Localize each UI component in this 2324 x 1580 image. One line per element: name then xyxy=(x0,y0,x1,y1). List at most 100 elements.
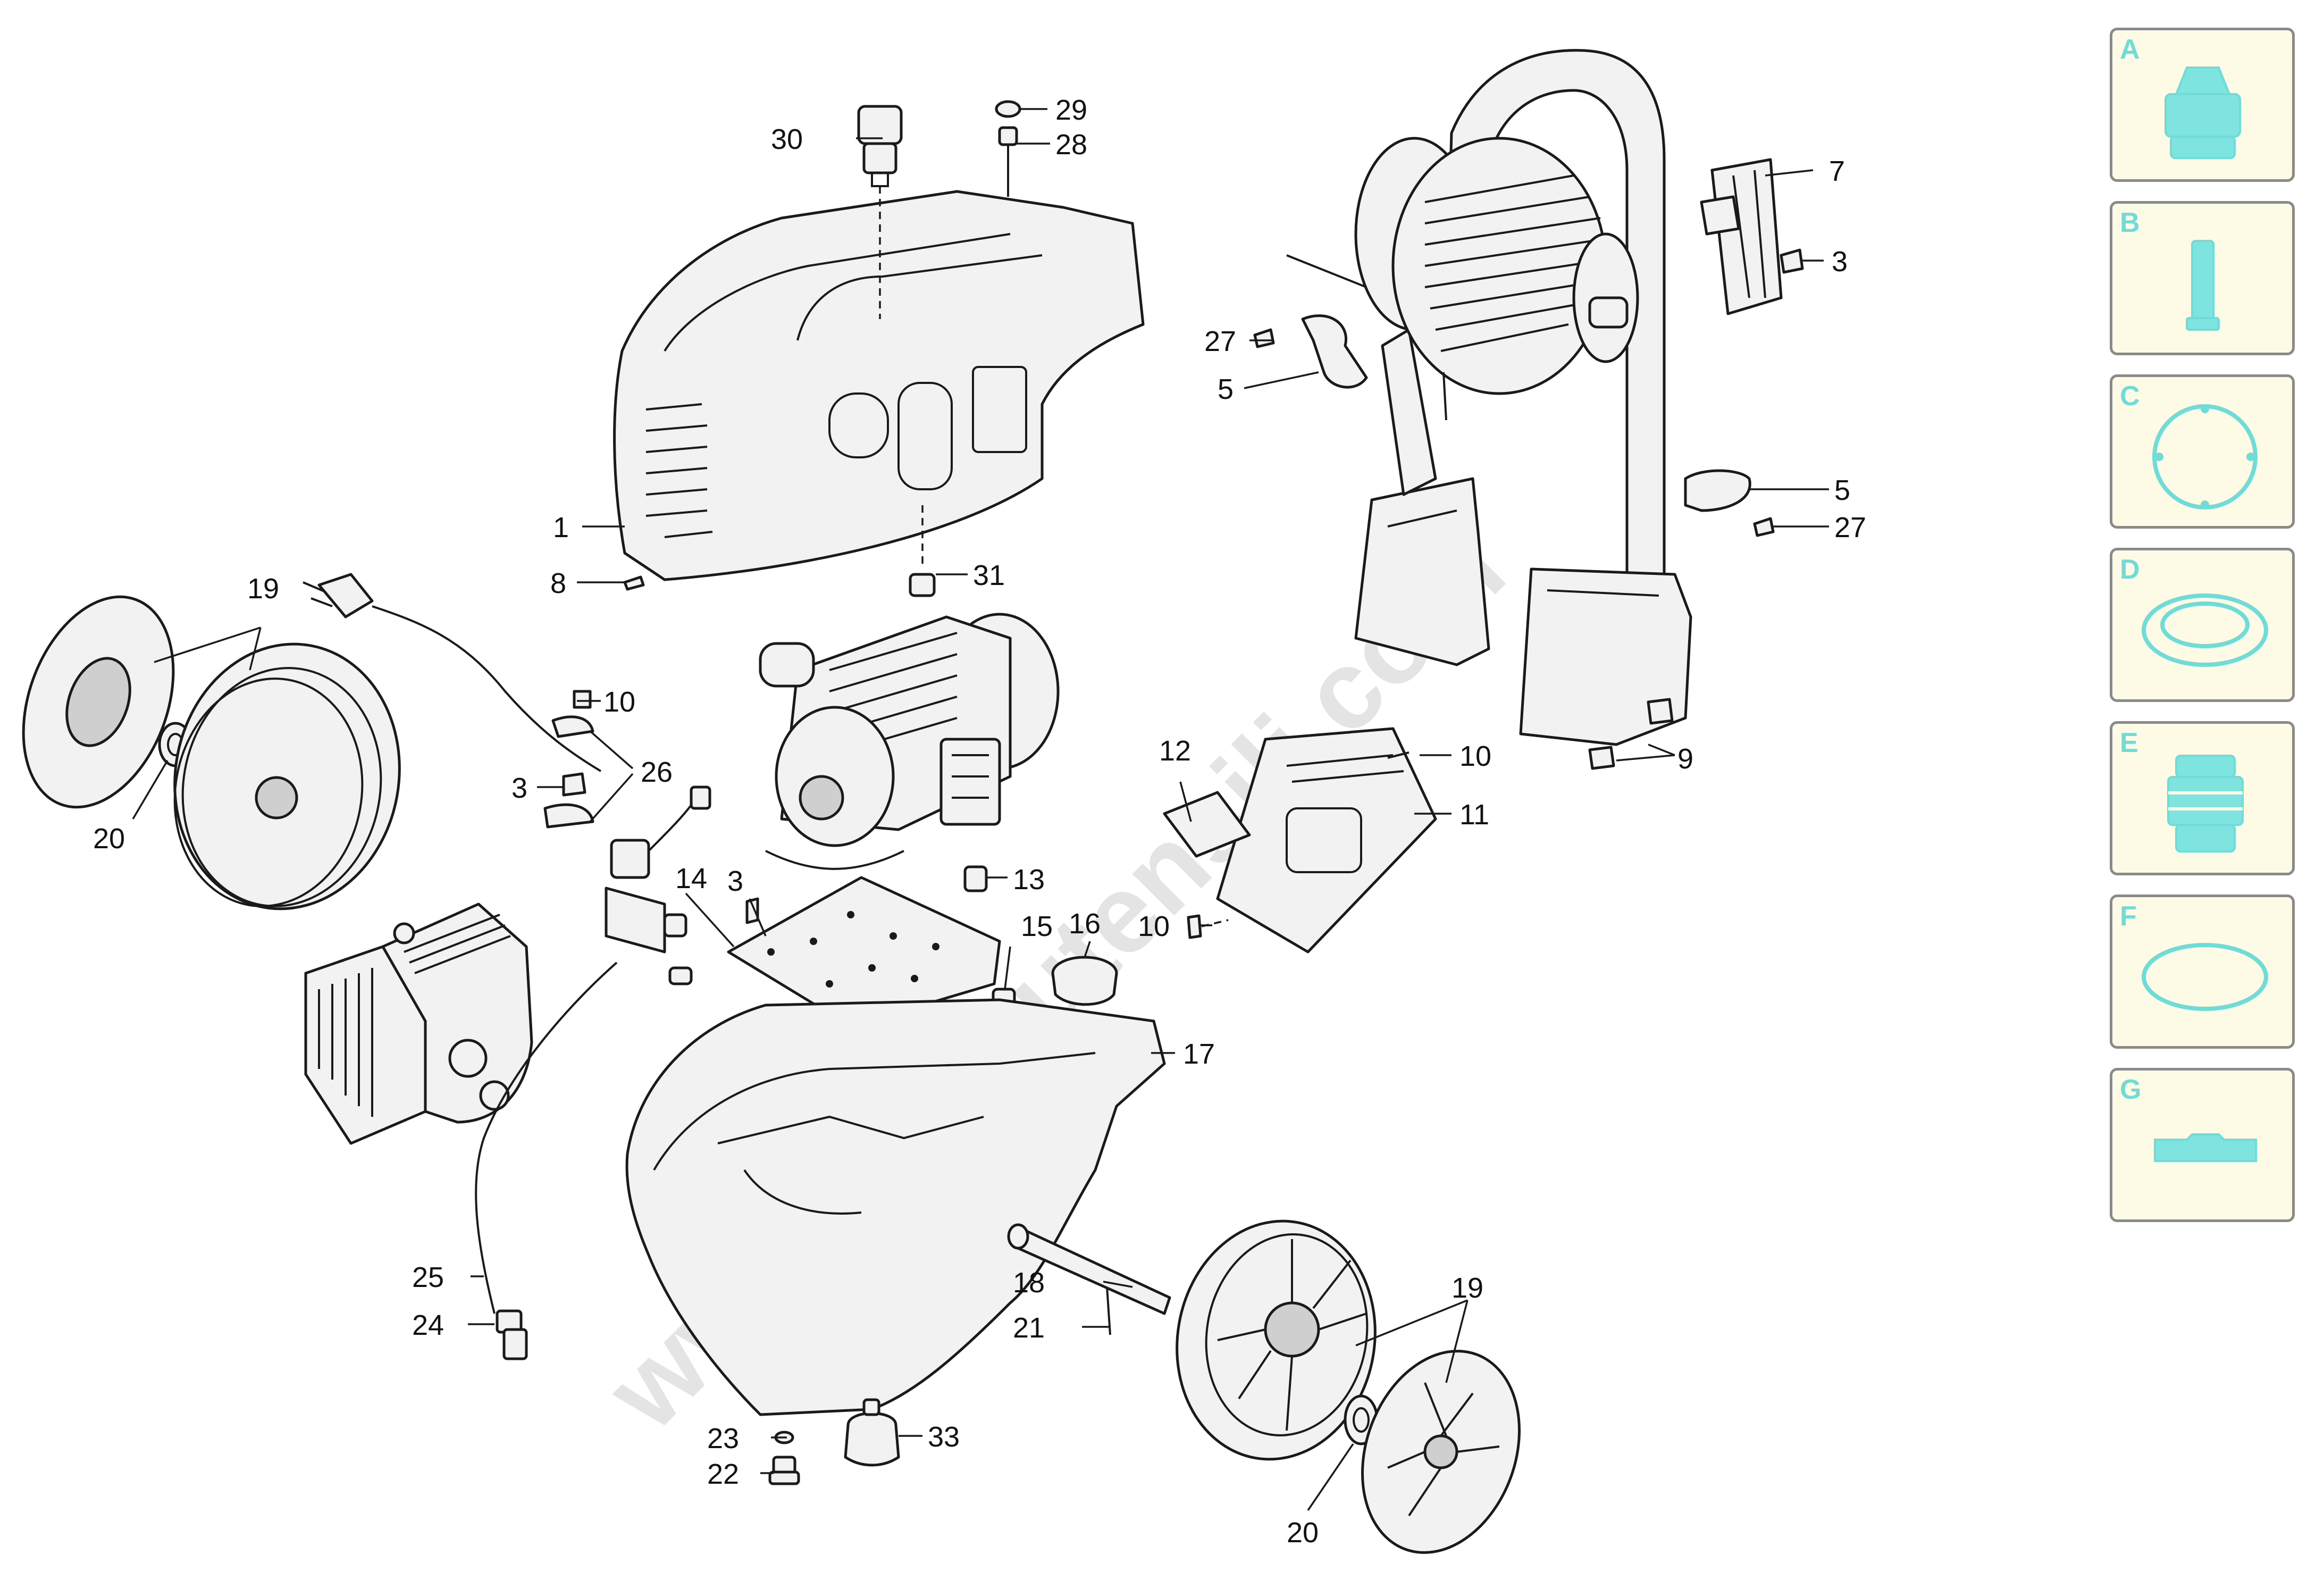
knob-part xyxy=(857,105,903,187)
screw-part-10c xyxy=(1187,914,1202,939)
screw-part-8 xyxy=(623,575,645,591)
legend-letter: C xyxy=(2120,381,2140,412)
callout-33: 33 xyxy=(928,1421,960,1453)
callout-22: 22 xyxy=(707,1458,739,1490)
screw-part-27a xyxy=(1253,328,1275,348)
legend-letter: A xyxy=(2120,34,2140,65)
screw-part-28 xyxy=(998,126,1018,197)
callout-9: 9 xyxy=(1677,743,1693,775)
foot-part-9a xyxy=(1647,698,1674,725)
legend-tile-a[interactable]: A xyxy=(2110,28,2295,182)
cord-clamp-part-26b xyxy=(543,803,594,829)
screw-part-3a xyxy=(562,772,586,797)
legend-tile-g[interactable]: G xyxy=(2110,1068,2295,1222)
callout-8: 8 xyxy=(550,567,566,599)
legend-letter: F xyxy=(2120,901,2137,932)
callout-21: 21 xyxy=(1013,1312,1045,1344)
spare-parts-legend: A B C D E xyxy=(2110,28,2301,1241)
wheel-part-19a xyxy=(173,642,401,910)
motor-part xyxy=(759,613,1060,870)
callout-3: 3 xyxy=(727,865,743,897)
piston-head-icon xyxy=(2164,66,2241,159)
legend-tile-e[interactable]: E xyxy=(2110,721,2295,875)
callout-20: 20 xyxy=(1287,1517,1319,1549)
power-cord-part xyxy=(303,573,602,772)
callout-1: 1 xyxy=(553,512,569,544)
callout-3: 3 xyxy=(1832,246,1848,278)
callout-labels: 1 3 3 3 5 5 7 8 9 10 10 10 11 12 13 14 1… xyxy=(93,94,1866,1549)
legend-tile-d[interactable]: D xyxy=(2110,548,2295,702)
hose-part-25 xyxy=(475,962,618,1314)
callout-5: 5 xyxy=(1218,373,1234,405)
callout-10: 10 xyxy=(1459,740,1491,772)
gasket-ring-icon xyxy=(2152,404,2258,509)
callout-18: 18 xyxy=(1013,1267,1045,1299)
base-tank-part xyxy=(625,998,1166,1416)
callout-26: 26 xyxy=(641,756,673,788)
callout-25: 25 xyxy=(412,1261,444,1293)
control-panel-part-11 xyxy=(1216,727,1437,954)
cap-part-29 xyxy=(995,100,1021,118)
callout-29: 29 xyxy=(1055,94,1087,126)
callout-12: 12 xyxy=(1159,735,1191,767)
callout-17: 17 xyxy=(1183,1038,1215,1070)
legend-letter: B xyxy=(2120,207,2140,238)
unloader-valve-part xyxy=(605,785,711,985)
callout-23: 23 xyxy=(707,1423,739,1454)
screw-part-27b xyxy=(1753,517,1775,537)
hose-fitting-part-24 xyxy=(496,1309,528,1360)
callout-28: 28 xyxy=(1055,129,1087,161)
hook-part-5a xyxy=(1301,314,1368,389)
callout-3: 3 xyxy=(511,772,527,804)
legend-letter: E xyxy=(2120,728,2138,758)
callout-27: 27 xyxy=(1834,512,1866,544)
legend-tile-f[interactable]: F xyxy=(2110,895,2295,1049)
hose-reel-drum-part xyxy=(1286,137,1639,421)
o-ring-icon xyxy=(2142,943,2268,1011)
callout-5: 5 xyxy=(1834,474,1850,506)
screw-part-3b xyxy=(1780,248,1804,274)
flat-seal-icon xyxy=(2154,1133,2257,1162)
cord-clamp-part-26a xyxy=(551,715,594,738)
wheel-part-19b xyxy=(1176,1219,1377,1461)
callout-30: 30 xyxy=(771,123,803,155)
legend-tile-c[interactable]: C xyxy=(2110,374,2295,529)
callout-31: 31 xyxy=(973,559,1005,591)
valve-icon xyxy=(2167,755,2244,852)
top-cover-part xyxy=(613,190,1145,581)
callout-20: 20 xyxy=(93,823,125,855)
callout-16: 16 xyxy=(1069,908,1101,940)
callout-15: 15 xyxy=(1021,910,1053,942)
callout-24: 24 xyxy=(412,1309,444,1341)
foot-part-33 xyxy=(844,1398,900,1467)
bracket-part-7 xyxy=(1700,158,1783,315)
oil-seal-icon xyxy=(2142,593,2268,667)
axle-part-18 xyxy=(1007,1223,1171,1315)
plunger-icon xyxy=(2186,240,2220,331)
callout-13: 13 xyxy=(1013,864,1045,896)
callout-19: 19 xyxy=(247,573,279,605)
fitting-part-31 xyxy=(909,573,936,597)
legend-letter: G xyxy=(2120,1074,2142,1105)
callout-27: 27 xyxy=(1204,325,1236,357)
hook-part-5b xyxy=(1684,469,1751,512)
filler-cap-part-16 xyxy=(1051,956,1118,1006)
pump-part xyxy=(304,902,533,1145)
callout-19: 19 xyxy=(1452,1272,1483,1304)
legend-letter: D xyxy=(2120,554,2140,585)
legend-tile-b[interactable]: B xyxy=(2110,201,2295,355)
callout-7: 7 xyxy=(1829,155,1845,187)
screw-part-3c xyxy=(745,897,759,924)
screw-part-10a xyxy=(573,690,592,709)
callout-10: 10 xyxy=(1138,910,1170,942)
wheel-cover-part-19b xyxy=(1361,1350,1521,1554)
foot-part-9b xyxy=(1588,746,1615,770)
callout-11: 11 xyxy=(1459,799,1489,831)
wheel-cover-part-19a xyxy=(22,595,175,809)
screw-part-10b xyxy=(1387,751,1409,759)
fitting-part-13 xyxy=(963,865,988,892)
drain-plug-part-22 xyxy=(768,1456,800,1485)
leader-lines xyxy=(132,108,1829,1511)
